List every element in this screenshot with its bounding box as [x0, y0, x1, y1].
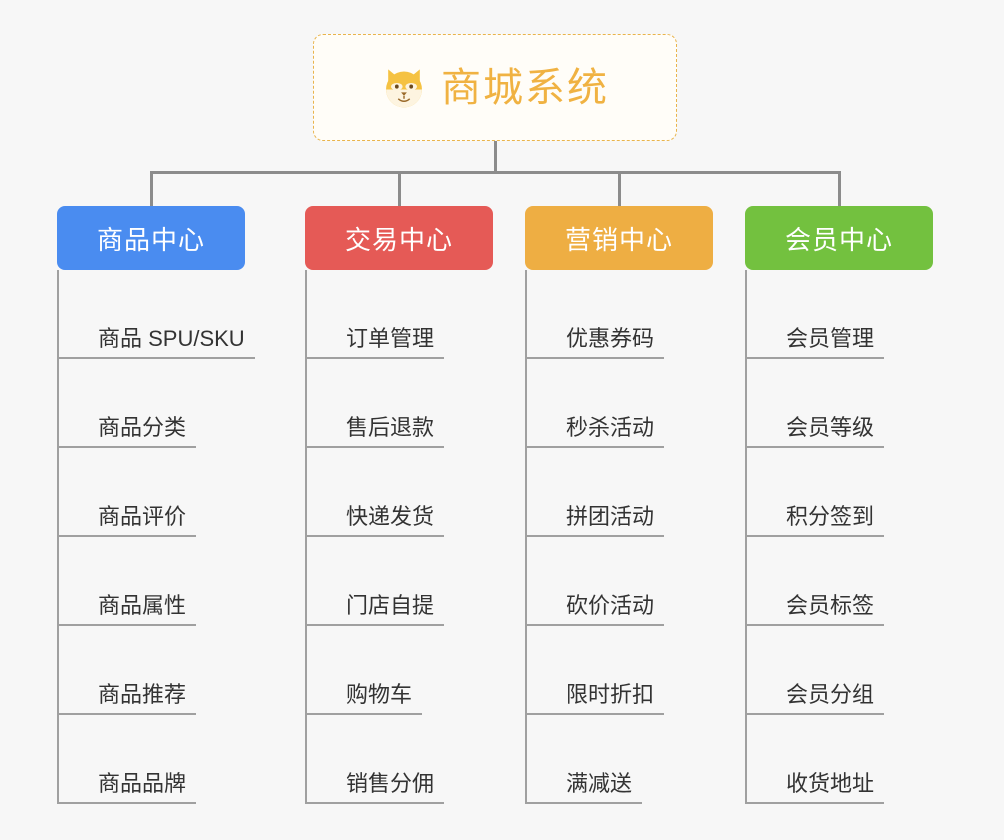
branch-spine	[57, 270, 59, 804]
branch-header-label: 商品中心	[96, 224, 205, 255]
branch-header-label: 会员中心	[784, 224, 893, 255]
list-item[interactable]: 售后退款	[306, 359, 493, 448]
leaf-label: 商品推荐	[58, 682, 197, 715]
list-item[interactable]: 满减送	[526, 715, 713, 804]
leaf-label: 商品评价	[58, 504, 197, 537]
list-item[interactable]: 会员标签	[746, 537, 933, 626]
connector-drop-2	[398, 171, 401, 206]
connector-drop-1	[150, 171, 153, 206]
shiba-dog-face-icon	[381, 65, 427, 111]
leaf-label: 会员分组	[746, 682, 885, 715]
list-item[interactable]: 订单管理	[306, 270, 493, 359]
leaf-label: 商品品牌	[58, 771, 197, 804]
leaf-label: 积分签到	[746, 504, 885, 537]
branch-body-product: 商品 SPU/SKU 商品分类 商品评价 商品属性 商品推荐 商品品牌	[57, 270, 255, 804]
leaf-label: 销售分佣	[306, 771, 445, 804]
list-item[interactable]: 商品评价	[58, 448, 245, 537]
list-item[interactable]: 优惠券码	[526, 270, 713, 359]
list-item[interactable]: 砍价活动	[526, 537, 713, 626]
list-item[interactable]: 会员管理	[746, 270, 933, 359]
leaf-label: 购物车	[306, 682, 423, 715]
list-item[interactable]: 商品推荐	[58, 626, 245, 715]
leaf-label: 满减送	[526, 771, 643, 804]
leaf-label: 快递发货	[306, 504, 445, 537]
list-item[interactable]: 收货地址	[746, 715, 933, 804]
leaf-label: 秒杀活动	[526, 415, 665, 448]
branch-column-trade: 交易中心 订单管理 售后退款 快递发货 门店自提 购物车 销售分佣	[305, 206, 493, 804]
branch-column-product: 商品中心 商品 SPU/SKU 商品分类 商品评价 商品属性 商品推荐 商品品牌	[57, 206, 255, 804]
branch-header-trade[interactable]: 交易中心	[305, 206, 493, 270]
branch-header-product[interactable]: 商品中心	[57, 206, 245, 270]
list-item[interactable]: 会员等级	[746, 359, 933, 448]
leaf-label: 会员管理	[746, 326, 885, 359]
branch-spine	[745, 270, 747, 804]
list-item[interactable]: 销售分佣	[306, 715, 493, 804]
branch-spine	[525, 270, 527, 804]
connector-root-stem	[494, 141, 497, 173]
list-item[interactable]: 商品品牌	[58, 715, 245, 804]
list-item[interactable]: 门店自提	[306, 537, 493, 626]
branch-column-member: 会员中心 会员管理 会员等级 积分签到 会员标签 会员分组 收货地址	[745, 206, 933, 804]
list-item[interactable]: 限时折扣	[526, 626, 713, 715]
leaf-label: 售后退款	[306, 415, 445, 448]
connector-drop-3	[618, 171, 621, 206]
list-item[interactable]: 快递发货	[306, 448, 493, 537]
leaf-label: 商品分类	[58, 415, 197, 448]
root-node[interactable]: 商城系统	[313, 34, 677, 141]
leaf-label: 订单管理	[306, 326, 445, 359]
branch-column-marketing: 营销中心 优惠券码 秒杀活动 拼团活动 砍价活动 限时折扣 满减送	[525, 206, 713, 804]
root-title: 商城系统	[441, 65, 609, 110]
list-item[interactable]: 积分签到	[746, 448, 933, 537]
branch-body-trade: 订单管理 售后退款 快递发货 门店自提 购物车 销售分佣	[305, 270, 493, 804]
leaf-label: 门店自提	[306, 593, 445, 626]
branch-body-marketing: 优惠券码 秒杀活动 拼团活动 砍价活动 限时折扣 满减送	[525, 270, 713, 804]
branch-header-marketing[interactable]: 营销中心	[525, 206, 713, 270]
leaf-label: 收货地址	[746, 771, 885, 804]
branch-header-label: 交易中心	[344, 224, 453, 255]
leaf-label: 会员等级	[746, 415, 885, 448]
list-item[interactable]: 商品分类	[58, 359, 245, 448]
list-item[interactable]: 秒杀活动	[526, 359, 713, 448]
branch-header-label: 营销中心	[564, 224, 673, 255]
branch-spine	[305, 270, 307, 804]
list-item[interactable]: 商品 SPU/SKU	[58, 270, 255, 359]
branch-body-member: 会员管理 会员等级 积分签到 会员标签 会员分组 收货地址	[745, 270, 933, 804]
connector-horizontal-bus	[150, 171, 839, 174]
list-item[interactable]: 购物车	[306, 626, 493, 715]
list-item[interactable]: 商品属性	[58, 537, 245, 626]
leaf-label: 限时折扣	[526, 682, 665, 715]
leaf-label: 会员标签	[746, 593, 885, 626]
list-item[interactable]: 拼团活动	[526, 448, 713, 537]
leaf-label: 砍价活动	[526, 593, 665, 626]
leaf-label: 商品 SPU/SKU	[58, 326, 255, 359]
leaf-label: 优惠券码	[526, 326, 665, 359]
connector-drop-4	[838, 171, 841, 206]
leaf-label: 拼团活动	[526, 504, 665, 537]
list-item[interactable]: 会员分组	[746, 626, 933, 715]
leaf-label: 商品属性	[58, 593, 197, 626]
branch-header-member[interactable]: 会员中心	[745, 206, 933, 270]
